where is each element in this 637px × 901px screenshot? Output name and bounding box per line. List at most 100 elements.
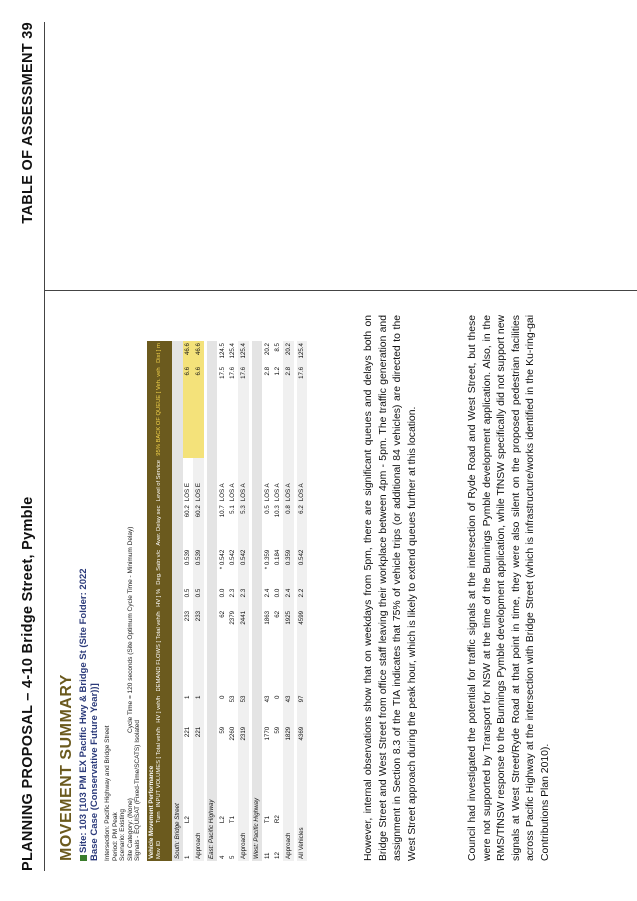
table-cell: T1 (229, 815, 237, 824)
table-cell: 46.6 (182, 341, 193, 365)
column-header: Deg. Satn v/c (156, 547, 172, 587)
table-cell: 11 (263, 852, 271, 859)
section-label: East: Pacific Highway (206, 341, 217, 861)
table-cell: Approach (193, 825, 204, 861)
table-cell: 10.7 (218, 505, 226, 518)
table-cell: 0.5 (184, 588, 192, 598)
table-cell: 5.1 (229, 505, 237, 514)
table-cell (193, 809, 204, 826)
page-section-label: TABLE OF ASSESSMENT 39 (20, 22, 36, 224)
table-band-label: Vehicle Movement Performance (147, 341, 156, 861)
site-square-icon (80, 855, 87, 861)
table-cell: 2.8 (283, 364, 294, 458)
column-header: Dist ] m (156, 341, 172, 365)
table-cell: 2441 (238, 608, 249, 694)
table-cell: 4 (218, 855, 226, 859)
table-cell: 124.5 (218, 343, 226, 359)
table-cell: LOS A (263, 483, 271, 502)
table-cell: * 0.542 (218, 549, 226, 570)
table-cell: LOS A (218, 483, 226, 502)
table-cell: 0.8 (283, 503, 294, 548)
table-cell: LOS A (229, 483, 237, 502)
section-label: South: Bridge Street (172, 341, 183, 861)
table-cell: 6.6 (193, 364, 204, 458)
table-cell: 43 (283, 693, 294, 725)
meta-line: Intersection: Pacific Highway and Bridge… (104, 725, 111, 861)
table-cell: R2 (274, 815, 282, 824)
table-cell: 4369 (296, 724, 307, 810)
table-cell: 1.2 (274, 366, 282, 376)
column-header: HV ] % (156, 586, 172, 609)
table-cell: 2260 (229, 726, 237, 741)
table-cell: 12 (274, 852, 282, 859)
section-row: East: Pacific Highway (206, 341, 217, 861)
column-header: Level of Service (156, 457, 172, 504)
table-cell (283, 809, 294, 826)
table-cell: 2.4 (283, 586, 294, 609)
section-label: West: Pacific Highway (251, 341, 262, 861)
table-cell (296, 809, 307, 826)
table-cell: 8.5 (274, 343, 282, 352)
paragraph: Council had investigated the potential f… (467, 315, 551, 861)
table-cell: LOS A (296, 457, 307, 504)
table-cell: 0.5 (193, 586, 204, 609)
cycle-time: Cycle Time = 120 seconds (Site Optimum C… (126, 526, 134, 733)
table-band: Vehicle Movement Performance (147, 341, 156, 861)
table-cell: 2.3 (238, 586, 249, 609)
table-cell: 60.2 (193, 503, 204, 548)
column-header: INPUT VOLUMES [ Total veh/h (156, 724, 172, 810)
table-cell: 2319 (238, 724, 249, 810)
section-row: West: Pacific Highway (251, 341, 262, 861)
table-cell: 0.0 (218, 588, 226, 598)
table-cell: LOS A (283, 457, 294, 504)
table-cell: 1 (184, 695, 192, 699)
meta-line: Period: PM Peak (111, 812, 119, 861)
table-cell: 0.184 (274, 549, 282, 566)
table-cell: 6.6 (182, 364, 193, 458)
table-cell: 233 (184, 610, 192, 622)
table-cell: L2 (218, 816, 226, 824)
table-cell: 1 (184, 855, 192, 859)
table-cell: 20.2 (283, 341, 294, 365)
meta-line: Site Category: (None) (126, 798, 134, 861)
table-cell: LOS A (238, 457, 249, 504)
table-cell: Approach (238, 825, 249, 861)
meta-line: Signals - EQUISAT (Fixed-Time/SCATS) Iso… (134, 720, 142, 861)
table-cell: 0 (218, 695, 226, 699)
table-cell (238, 809, 249, 826)
table-cell: 1 (193, 693, 204, 725)
column-header: DEMAND FLOWS [ Total veh/h (156, 608, 172, 694)
table-cell: 53 (229, 695, 237, 703)
table-cell: 59 (218, 726, 226, 734)
table-cell: 2.4 (263, 588, 271, 598)
table-cell: 1770 (263, 726, 271, 741)
section-row: South: Bridge Street (172, 341, 183, 861)
margin-divider (44, 290, 637, 291)
table-cell: 125.4 (238, 341, 249, 365)
table-cell: 0.539 (184, 549, 192, 566)
table-cell: 0.5 (263, 505, 271, 514)
column-header: 95% BACK OF QUEUE [ Veh. veh (156, 364, 172, 458)
table-cell: 221 (184, 726, 192, 738)
table-cell: 0.0 (274, 588, 282, 598)
table-cell: 0.359 (283, 547, 294, 587)
table-cell: 125.4 (229, 343, 237, 359)
table-cell: All Vehicles (296, 825, 307, 861)
intersection-meta: Intersection: Pacific Highway and Bridge… (104, 527, 142, 861)
table-cell: 221 (193, 724, 204, 810)
table-cell: 17.6 (296, 364, 307, 458)
table-cell: L2 (184, 816, 192, 824)
table-cell: 1829 (283, 724, 294, 810)
table-cell: 2379 (229, 610, 237, 625)
table-cell: 0.539 (193, 547, 204, 587)
table-cell: 17.5 (218, 366, 226, 379)
table-cell: 6.2 (296, 503, 307, 548)
table-cell: 17.6 (229, 366, 237, 379)
